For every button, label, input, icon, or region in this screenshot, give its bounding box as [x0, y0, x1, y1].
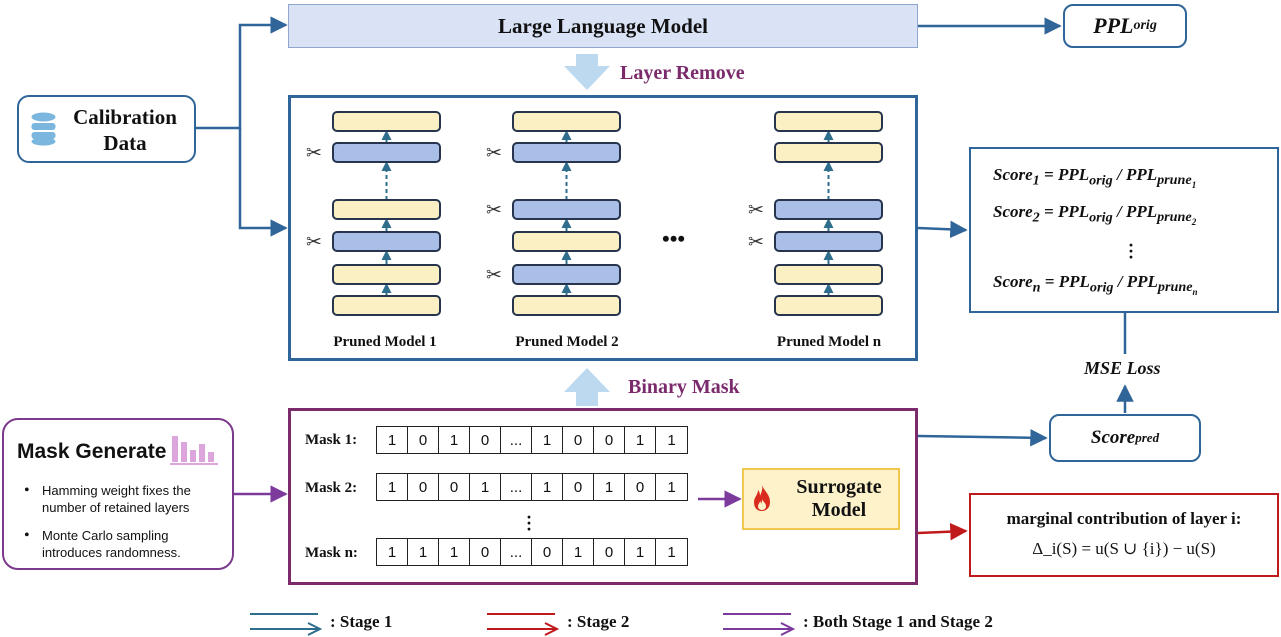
mask-2-label: Mask 2: — [305, 480, 358, 496]
layer-block — [332, 199, 441, 220]
masks-to-marginal-arrow — [917, 522, 968, 541]
layer-block — [774, 295, 883, 316]
pruned-models-box — [288, 95, 918, 361]
layer-block — [774, 231, 883, 252]
bar-chart-icon — [170, 436, 218, 465]
layer-block — [332, 231, 441, 252]
layer-block — [774, 142, 883, 163]
marginal-contribution-box: marginal contribution of layer i: Δ_i(S)… — [969, 493, 1279, 577]
scissors-icon: ✂ — [486, 199, 502, 221]
layer-block — [512, 199, 621, 220]
binary-mask-label: Binary Mask — [628, 376, 740, 398]
score-pred-sub: pred — [1135, 430, 1160, 445]
layer-block — [774, 264, 883, 285]
score-1-line: Score1 = PPLorig / PPLprune1 — [993, 165, 1197, 191]
models-ellipsis: ••• — [662, 226, 686, 251]
layer-block — [512, 264, 621, 285]
layer-block — [332, 264, 441, 285]
layer-block — [512, 231, 621, 252]
calibration-line1: Calibration — [73, 105, 177, 129]
calib-to-llm-arrow — [196, 16, 288, 130]
mask-generate-bullet-1: Hamming weight fixes the number of retai… — [42, 483, 191, 515]
binary-mask-arrow — [564, 368, 610, 406]
ppl-orig-sub: orig — [1133, 18, 1157, 33]
layer-remove-label: Layer Remove — [620, 62, 745, 84]
ppl-orig-base: PPL — [1093, 13, 1134, 38]
marginal-title: marginal contribution of layer i: — [1006, 509, 1242, 528]
layer-block — [512, 295, 621, 316]
scissors-icon: ✂ — [486, 142, 502, 164]
calibration-label: Calibration Data — [62, 104, 188, 156]
scissors-icon: ✂ — [306, 231, 322, 253]
pruned-model-1-caption: Pruned Model 1 — [333, 334, 437, 350]
scissors-icon: ✂ — [748, 231, 764, 253]
mask-to-scorepred-arrow — [917, 429, 1048, 447]
marginal-formula: Δ_i(S) = u(S ∪ {i}) − u(S) — [1032, 539, 1216, 558]
legend-arrow-both — [723, 613, 796, 636]
legend-stage1: : Stage 1 — [330, 612, 393, 631]
layer-block — [774, 199, 883, 220]
layer-block — [512, 142, 621, 163]
mask-generate-bullet-2: Monte Carlo sampling introduces randomne… — [42, 528, 181, 560]
llm-box: Large Language Model — [288, 4, 918, 48]
layer-block — [332, 111, 441, 132]
layer-remove-arrow — [564, 54, 610, 90]
bullet-dot-1: • — [24, 482, 30, 499]
llm-label: Large Language Model — [498, 13, 708, 38]
layer-block — [332, 295, 441, 316]
calibration-line2: Data — [103, 131, 147, 155]
layer-block — [332, 142, 441, 163]
legend-arrow-stage1 — [250, 613, 323, 636]
legend-stage2: : Stage 2 — [567, 612, 630, 631]
fire-icon — [754, 485, 770, 511]
layer-block — [512, 111, 621, 132]
pruned-model-n-caption: Pruned Model n — [776, 334, 882, 350]
legend-both: : Both Stage 1 and Stage 2 — [803, 612, 993, 631]
database-icon — [31, 112, 56, 146]
scissors-icon: ✂ — [306, 142, 322, 164]
mask-n-label: Mask n: — [305, 545, 358, 561]
bullet-dot-2: • — [24, 527, 30, 544]
calibration-data-box — [17, 95, 196, 163]
mask-generate-box — [2, 418, 234, 570]
mse-loss-label: MSE Loss — [1084, 358, 1161, 378]
scissors-icon: ✂ — [486, 264, 502, 286]
score-2-line: Score2 = PPLorig / PPLprune2 — [993, 202, 1197, 228]
calib-to-pruned-arrow — [238, 128, 288, 237]
mask-generate-title: Mask Generate — [17, 440, 167, 463]
layer-block — [774, 111, 883, 132]
score-box — [969, 147, 1279, 313]
legend-arrow-stage2 — [487, 613, 560, 636]
scissors-icon: ✂ — [748, 199, 764, 221]
pruned-model-2-caption: Pruned Model 2 — [515, 334, 619, 350]
score-n-line: Scoren = PPLorig / PPLprunen — [993, 272, 1198, 298]
pruned-to-score-arrow — [917, 220, 968, 239]
score-vertical-dots: ··· — [1128, 235, 1135, 267]
score-pred-base: Score — [1090, 427, 1136, 448]
masks-vertical-dots: ··· — [526, 507, 533, 539]
mask-1-label: Mask 1: — [305, 432, 358, 448]
masks-box — [288, 408, 918, 585]
